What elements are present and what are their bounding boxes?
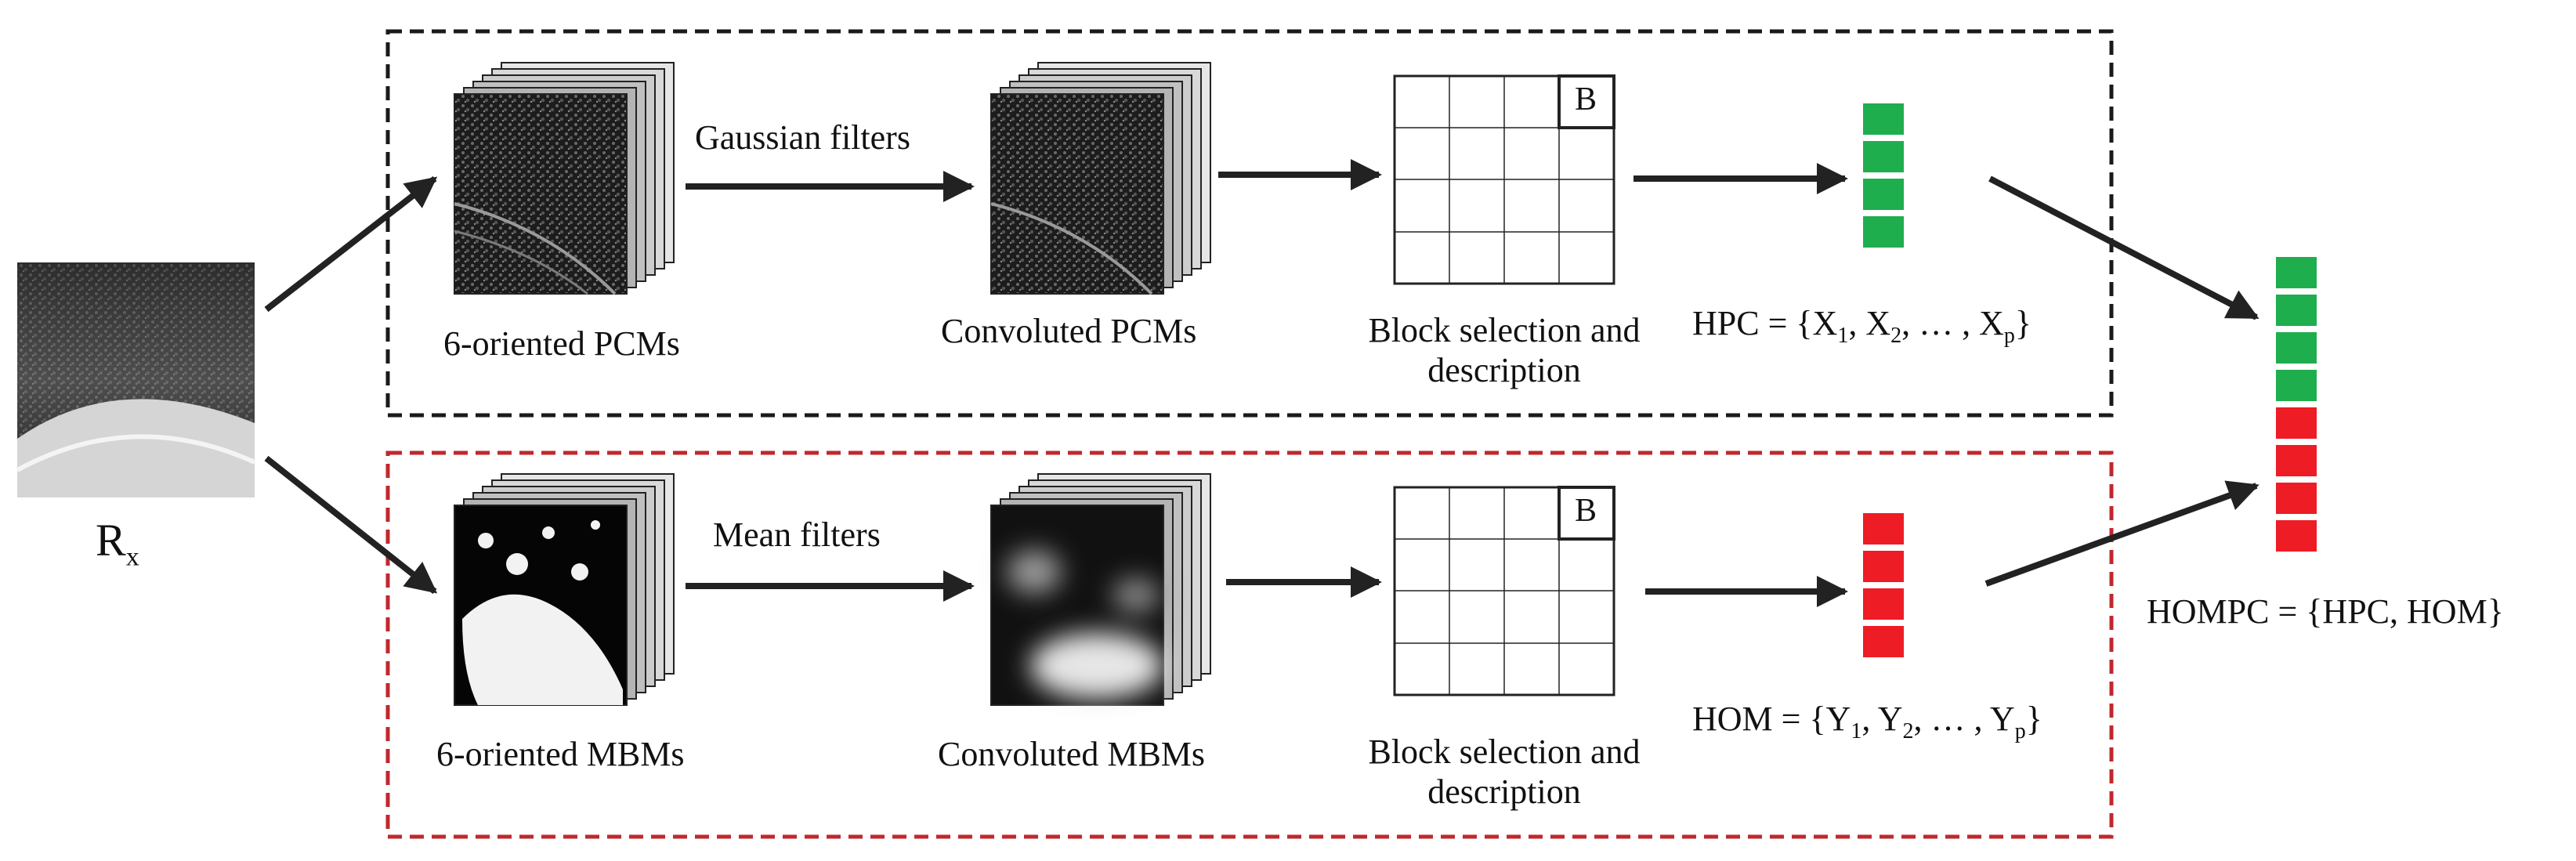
input-label: Rx xyxy=(96,513,139,573)
hom-formula-mid2: , … , Y xyxy=(1913,700,2015,738)
hpc-sub-1: 1 xyxy=(1837,323,1849,348)
hpc-sub-2: 2 xyxy=(1890,323,1902,348)
arrow-hpc-to-hompc xyxy=(1988,175,2259,320)
hpc-formula: HPC = {X1, X2, … , Xp} xyxy=(1692,303,2031,349)
hpc-formula-mid1: , X xyxy=(1848,304,1891,342)
hom-sub-1: 1 xyxy=(1851,718,1862,743)
hom-formula-prefix: HOM = {Y xyxy=(1692,700,1851,738)
gaussian-filters-label: Gaussian filters xyxy=(695,118,910,157)
hpc-feature-vector xyxy=(1863,103,1904,248)
hompc-label: HOMPC = {HPC, HOM} xyxy=(2147,592,2504,631)
arrow-input-to-bottom xyxy=(264,455,438,595)
top-block-label: B xyxy=(1575,81,1597,118)
top-stack2-caption: Convoluted PCMs xyxy=(941,312,1197,350)
bottom-grid-caption: Block selection and description xyxy=(1332,733,1677,812)
top-stack-pcms xyxy=(454,62,675,295)
hpc-sub-p: p xyxy=(2003,323,2015,348)
bottom-block-grid xyxy=(1393,486,1615,696)
input-label-sub: x xyxy=(125,542,139,572)
bottom-stack-mbms xyxy=(454,473,675,706)
top-branch-frame xyxy=(385,29,2114,418)
hom-feature-vector xyxy=(1863,513,1904,657)
hpc-formula-prefix: HPC = {X xyxy=(1692,304,1838,342)
hpc-formula-mid2: , … , X xyxy=(1901,304,2004,342)
flow-arrows xyxy=(264,159,2259,607)
top-grid-caption-line2: description xyxy=(1427,350,1581,389)
bottom-stack-convoluted-mbms xyxy=(990,473,1211,706)
hom-formula: HOM = {Y1, Y2, … , Yp} xyxy=(1692,699,2042,744)
bottom-stack2-caption: Convoluted MBMs xyxy=(938,735,1206,773)
arrow-hom-to-hompc xyxy=(1984,480,2259,587)
hpc-formula-suffix: } xyxy=(2014,304,2031,342)
input-image xyxy=(16,262,256,497)
input-label-main: R xyxy=(96,515,126,566)
hom-formula-mid1: , Y xyxy=(1861,700,1903,738)
bottom-grid-caption-line2: description xyxy=(1427,772,1581,811)
top-grid-caption-line1: Block selection and xyxy=(1368,311,1641,349)
top-grid-caption: Block selection and description xyxy=(1332,311,1677,390)
top-stack1-caption: 6-oriented PCMs xyxy=(443,324,680,363)
bottom-block-label: B xyxy=(1575,493,1597,529)
top-block-grid xyxy=(1393,74,1615,285)
hom-sub-2: 2 xyxy=(1902,718,1914,743)
arrow-input-to-top xyxy=(264,175,438,313)
hom-sub-p: p xyxy=(2014,718,2026,743)
hompc-feature-vector xyxy=(2276,257,2317,552)
bottom-branch-frame xyxy=(385,450,2114,839)
mean-filters-label: Mean filters xyxy=(713,516,881,554)
bottom-grid-caption-line1: Block selection and xyxy=(1368,733,1641,771)
bottom-stack1-caption: 6-oriented MBMs xyxy=(436,735,685,773)
top-stack-convoluted-pcms xyxy=(990,62,1211,295)
hom-formula-suffix: } xyxy=(2025,700,2042,738)
